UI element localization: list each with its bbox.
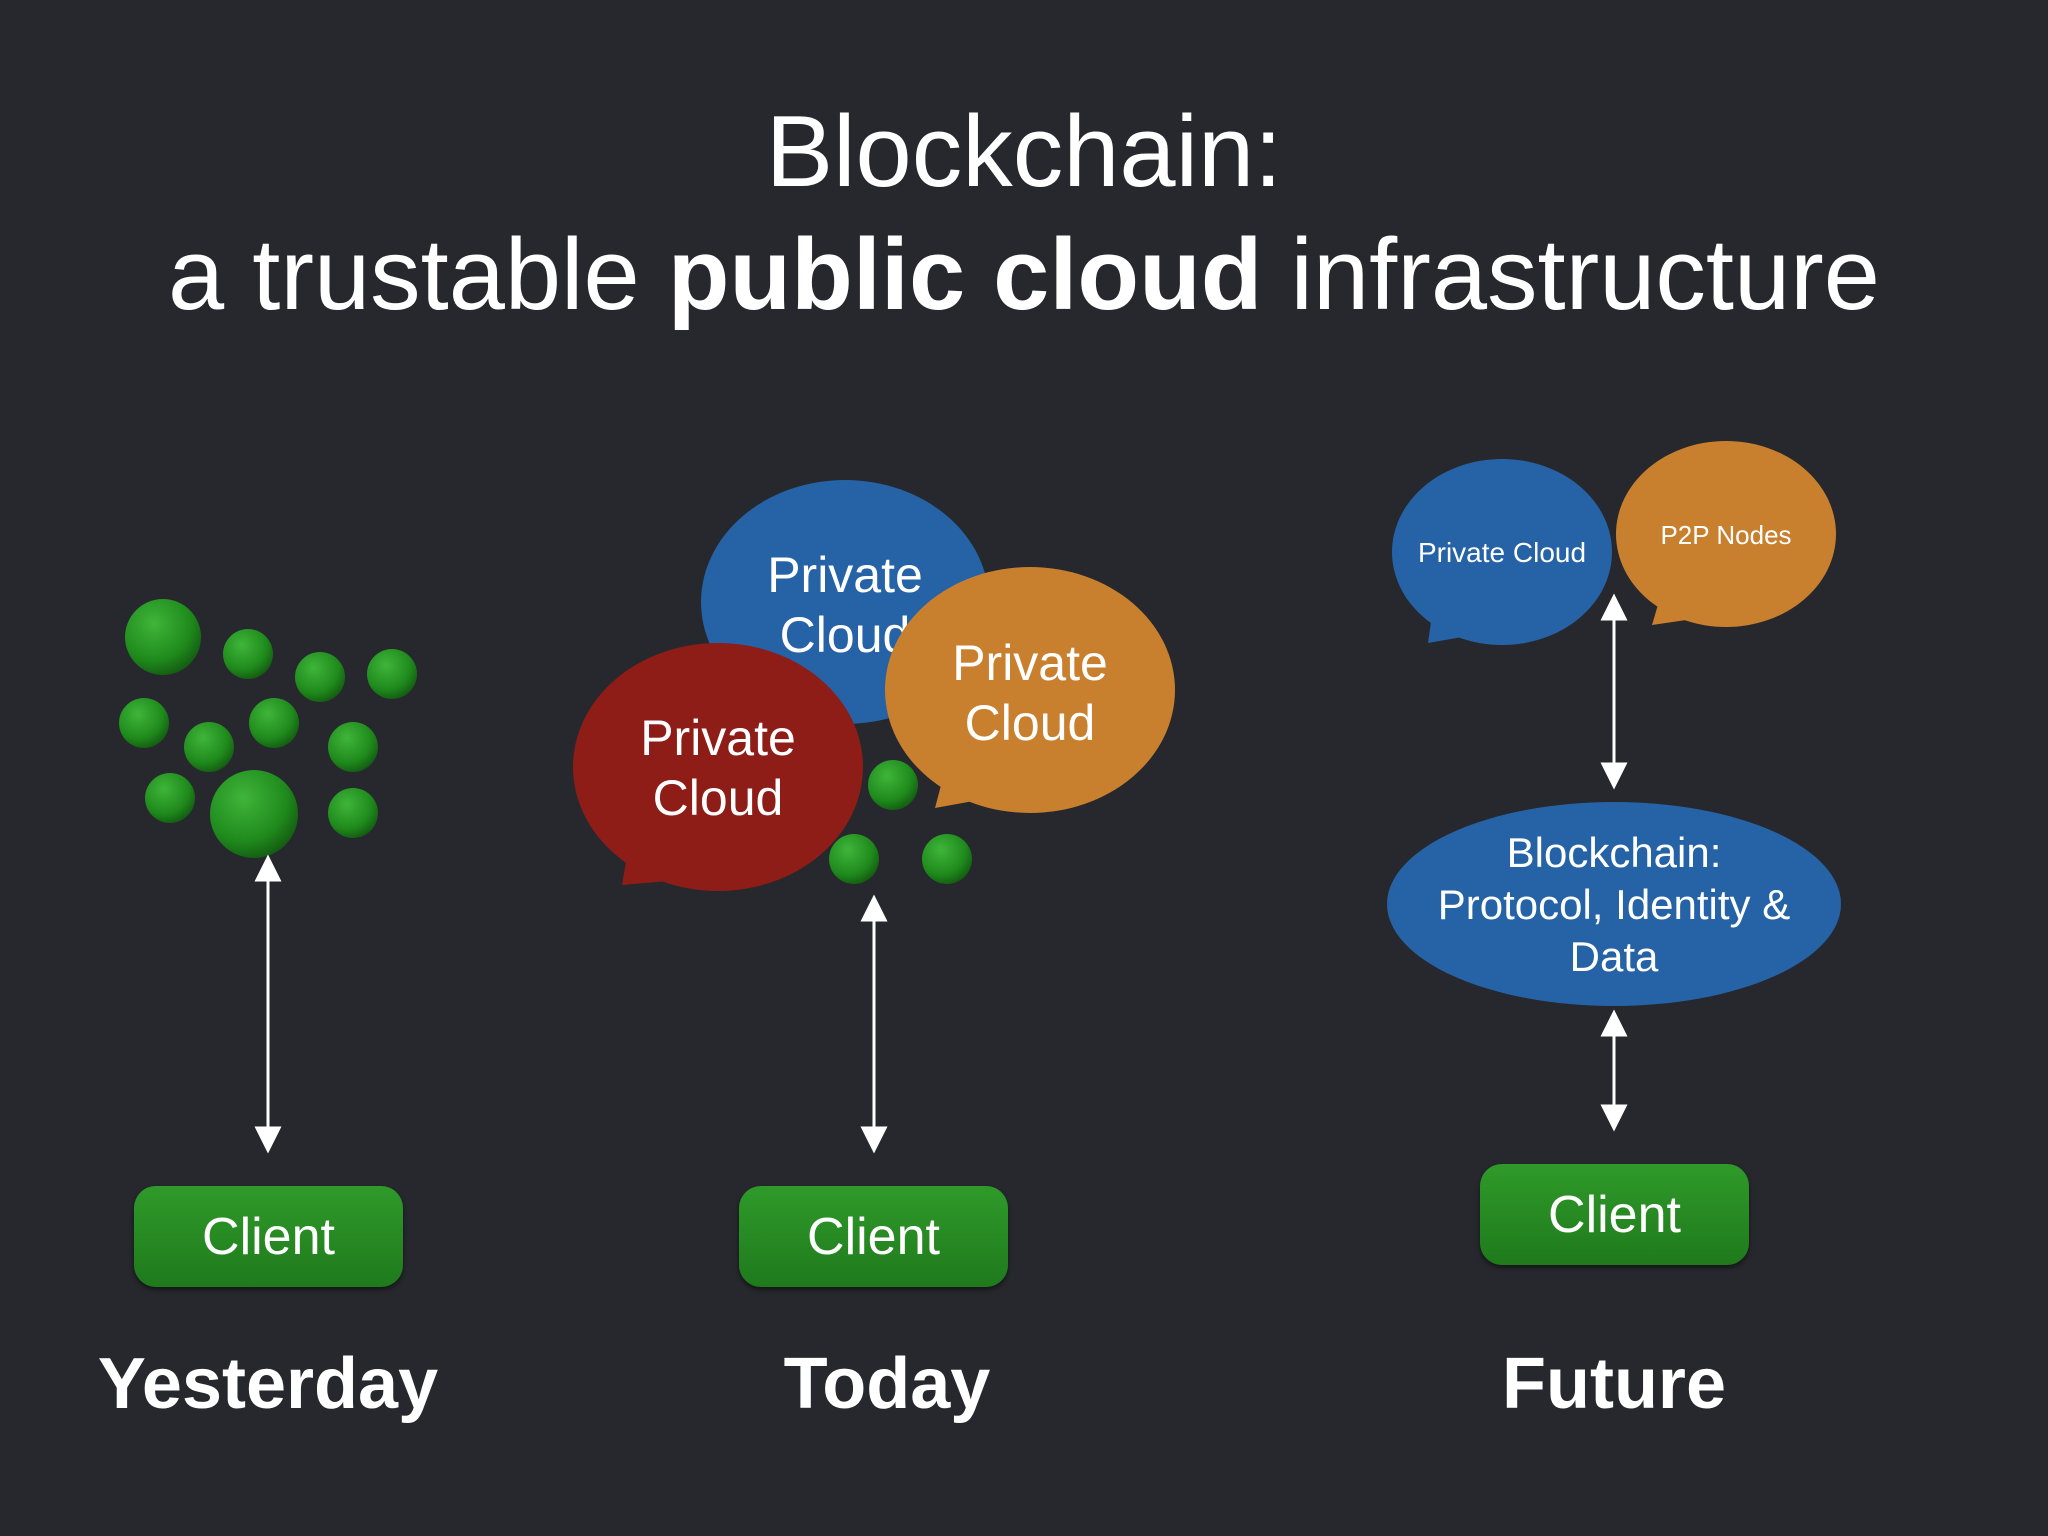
future-p2p-nodes: P2P Nodes bbox=[1616, 441, 1836, 627]
node bbox=[868, 760, 918, 810]
blockchain-label-line2: Protocol, Identity & bbox=[1438, 881, 1791, 928]
node bbox=[328, 722, 378, 772]
node bbox=[184, 722, 234, 772]
node bbox=[295, 652, 345, 702]
node bbox=[145, 773, 195, 823]
era-label-today: Today bbox=[783, 1344, 991, 1424]
today-cloud-cluster: Private Cloud Private Cloud Private Clou… bbox=[573, 480, 1175, 891]
yesterday-client-button[interactable]: Client bbox=[134, 1186, 403, 1287]
node bbox=[223, 629, 273, 679]
cloud-label-line1: Private bbox=[640, 710, 796, 766]
era-label-future: Future bbox=[1502, 1344, 1726, 1424]
today-client-button[interactable]: Client bbox=[739, 1186, 1008, 1287]
node bbox=[249, 698, 299, 748]
cloud-label-line2: Cloud bbox=[653, 770, 784, 826]
node bbox=[829, 834, 879, 884]
node bbox=[922, 834, 972, 884]
blockchain-label-line1: Blockchain: bbox=[1507, 829, 1722, 876]
node bbox=[125, 599, 201, 675]
cloud-label-line1: Private bbox=[767, 547, 923, 603]
node bbox=[210, 770, 298, 858]
private-cloud-red: Private Cloud bbox=[573, 643, 863, 891]
slide-title-line1: Blockchain: bbox=[765, 96, 1283, 208]
slide-title-line2: a trustable public cloud infrastructure bbox=[0, 215, 2048, 335]
private-cloud-label: Private Cloud bbox=[1418, 537, 1586, 568]
yesterday-node-cluster bbox=[119, 599, 417, 858]
title-prefix: a trustable bbox=[168, 219, 668, 331]
future-blockchain-layer: Blockchain: Protocol, Identity & Data bbox=[1387, 802, 1841, 1006]
blockchain-label-line3: Data bbox=[1570, 933, 1659, 980]
future-private-cloud: Private Cloud bbox=[1392, 459, 1612, 645]
cloud-label-line2: Cloud bbox=[965, 695, 1096, 751]
node bbox=[367, 649, 417, 699]
cloud-label-line2: Cloud bbox=[780, 607, 911, 663]
node bbox=[119, 698, 169, 748]
p2p-nodes-label: P2P Nodes bbox=[1660, 520, 1791, 550]
node bbox=[328, 788, 378, 838]
title-emphasis: public cloud bbox=[667, 219, 1263, 331]
era-label-yesterday: Yesterday bbox=[97, 1344, 439, 1424]
cloud-label-line1: Private bbox=[952, 635, 1108, 691]
private-cloud-orange: Private Cloud bbox=[885, 567, 1175, 813]
title-suffix: infrastructure bbox=[1262, 219, 1880, 331]
future-client-button[interactable]: Client bbox=[1480, 1164, 1749, 1265]
